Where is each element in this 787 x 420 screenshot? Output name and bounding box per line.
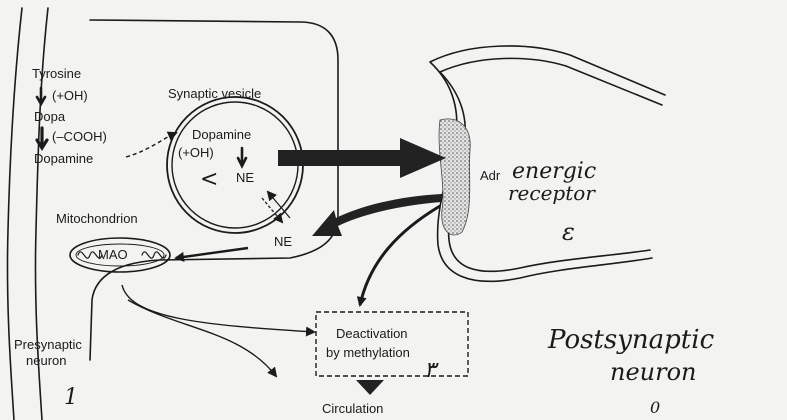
label-dopa: Dopa [34,109,66,124]
label-ne-vesicle: NE [236,170,254,185]
handwritten-postsynaptic: Postsynaptic [547,325,715,355]
label-circulation: Circulation [322,401,383,416]
handwritten-mark-vesicle: < [200,167,218,192]
label-add-oh-vesicle: (+OH) [178,145,214,160]
reuptake-arrow [312,194,442,236]
label-deactivation: Deactivation [336,326,408,341]
label-presynaptic-neuron: neuron [26,353,66,368]
ne-vesicle-exchange-arrow [268,192,290,218]
deactivation-box [316,312,468,376]
label-by-methylation: by methylation [326,345,410,360]
label-add-oh: (+OH) [52,88,88,103]
label-dopamine-left: Dopamine [34,151,93,166]
handwritten-receptor: receptor [508,181,596,205]
arrow-dopamine-in-vesicle [238,148,246,166]
label-adr-prefix: Adr [480,168,501,183]
label-synaptic-vesicle: Synaptic vesicle [168,86,261,101]
handwritten-neuron: neuron [610,358,697,386]
label-mao: MAO [98,247,128,262]
label-tyrosine: Tyrosine [32,66,81,81]
mito-to-deactivation-line [122,285,314,332]
label-presynaptic: Presynaptic [14,337,82,352]
arrow-tyrosine-to-dopa [37,88,45,104]
deactivation-to-circulation-arrow [356,380,384,395]
label-mitochondrion: Mitochondrion [56,211,138,226]
adrenergic-receptor-patch [439,119,470,235]
handwritten-mark-circulation: 0 [650,398,660,417]
handwritten-mark-deactivation: ٣ [424,358,439,383]
label-ne-cleft: NE [274,234,292,249]
axon-membrane-outer [7,8,22,420]
receptor-to-deactivation-arrow [360,206,440,305]
label-minus-cooh: (–COOH) [52,129,107,144]
mito-to-circulation-line [128,300,276,376]
handwritten-mark-presynaptic: 1 [64,385,78,410]
label-dopamine-vesicle: Dopamine [192,127,251,142]
handwritten-mark-postsynaptic: ε [562,218,575,246]
ne-to-mao-arrow [176,248,248,258]
